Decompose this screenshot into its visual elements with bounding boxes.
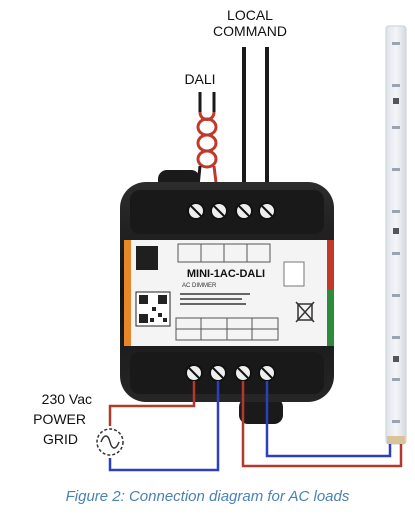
led-strip-end-pads xyxy=(387,436,405,444)
weee-bin-icon xyxy=(295,301,315,323)
label-red-strip xyxy=(327,240,334,290)
local-command-label-line1: LOCAL xyxy=(227,7,273,23)
dali-label: DALI xyxy=(184,71,216,87)
led-strip-marks xyxy=(393,98,399,362)
qr-code xyxy=(135,291,171,327)
device-model: MINI-1AC-DALI xyxy=(187,268,265,280)
bottom-terminal-screws xyxy=(185,364,276,382)
power-label-line2: POWER xyxy=(33,411,86,427)
led-strip-body xyxy=(385,25,407,445)
local-command-label-line2: COMMAND xyxy=(213,23,287,39)
dip-switch-window xyxy=(283,261,305,287)
power-label-line1: 230 Vac xyxy=(41,391,92,407)
housing-bottom-tab xyxy=(239,398,283,424)
device-label: MINI-1AC-DALI AC DIMMER xyxy=(124,240,334,346)
mains-and-load-wires xyxy=(108,381,403,472)
label-top-table xyxy=(177,243,271,263)
device-housing xyxy=(120,182,334,402)
top-terminal-screws xyxy=(187,202,276,220)
figure-caption: Figure 2: Connection diagram for AC load… xyxy=(65,488,350,505)
ac-source-icon xyxy=(96,428,124,456)
led-strip xyxy=(385,25,407,445)
device-subtitle: AC DIMMER xyxy=(182,283,217,289)
label-bottom-table xyxy=(175,317,279,341)
local-command-wires xyxy=(242,47,269,207)
power-neutral-wire xyxy=(108,381,220,472)
label-spec-lines xyxy=(180,293,250,305)
power-label-line3: GRID xyxy=(43,431,78,447)
dali-coil xyxy=(196,117,218,169)
label-orange-strip xyxy=(124,240,131,346)
load-neutral-wire xyxy=(265,381,392,458)
led-strip-chips xyxy=(392,42,400,423)
brand-logo xyxy=(136,246,158,270)
power-live-wire xyxy=(108,381,196,426)
label-green-strip xyxy=(327,290,334,346)
load-live-wire xyxy=(241,381,403,468)
